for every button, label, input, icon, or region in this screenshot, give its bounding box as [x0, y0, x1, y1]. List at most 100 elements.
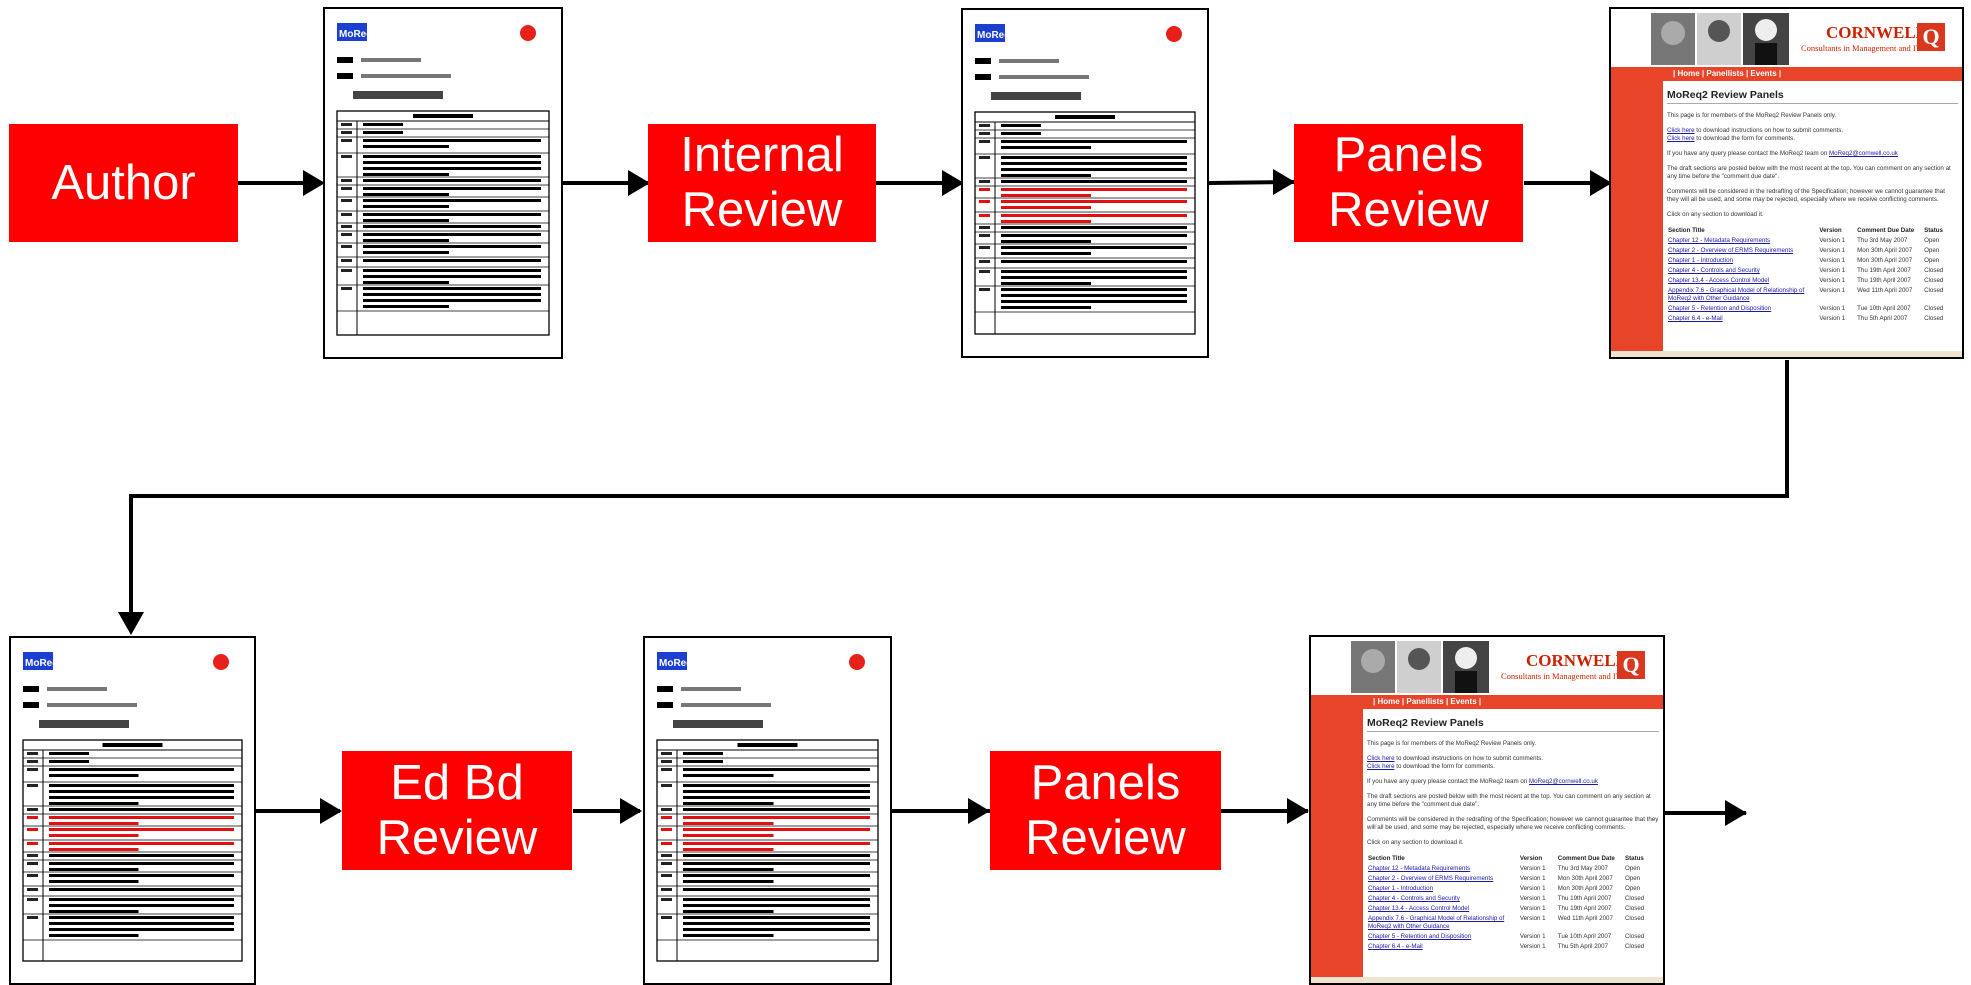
row-due-date: Thu 3rd May 2007: [1857, 237, 1908, 244]
cornwell-logo-icon: Q: [1617, 651, 1645, 679]
nav-links[interactable]: | Home | Panellists | Events |: [1373, 697, 1482, 706]
moreq2-logo-icon: [337, 23, 367, 41]
section-link[interactable]: Appendix 7.6 - Graphical Model of Relati…: [1368, 915, 1505, 930]
instructions-link[interactable]: Click here: [1367, 755, 1395, 762]
row-version: Version 1: [1519, 895, 1546, 902]
ed-bd-review-line1: Ed Bd: [390, 755, 524, 810]
row-due-date: Tue 10th April 2007: [1557, 933, 1612, 940]
moreq2-logo-text: MoReq2: [977, 30, 1016, 41]
contact-email-link[interactable]: MoReq2@cornwell.co.uk: [1829, 150, 1898, 157]
section-link[interactable]: Chapter 5 - Retention and Disposition: [1368, 933, 1472, 940]
row-due-date: Thu 19th April 2007: [1857, 277, 1911, 284]
contact-email-link[interactable]: MoReq2@cornwell.co.uk: [1529, 778, 1598, 785]
moreq2-logo-text: MoReq2: [25, 658, 64, 669]
col-status: Status: [1924, 227, 1943, 234]
document-table: [22, 739, 243, 962]
instructions-text: to download instructions on how to submi…: [1394, 755, 1544, 762]
col-due-date: Comment Due Date: [1857, 227, 1915, 234]
contact-text: If you have any query please contact the…: [1667, 150, 1830, 157]
col-section-title: Section Title: [1368, 855, 1405, 862]
section-link[interactable]: Chapter 1 - Introduction: [1368, 885, 1434, 892]
table-row[interactable]: Chapter 1 - Introduction Version 1 Mon 30t…: [1667, 256, 1958, 266]
row-version: Version 1: [1819, 257, 1846, 264]
row-status: Closed: [1924, 277, 1944, 284]
section-link[interactable]: Chapter 5 - Retention and Disposition: [1668, 305, 1772, 312]
table-row[interactable]: Appendix 7.6 - Graphical Model of Relati…: [1367, 914, 1659, 932]
corner-mark-icon: [1166, 26, 1182, 42]
comments-note: Comments will be considered in the redra…: [1667, 188, 1945, 203]
row-section-title: Chapter 6.4 - e-Mail: [1667, 314, 1818, 324]
form-link[interactable]: Click here: [1667, 135, 1695, 142]
website-content: MoReq2 Review Panels This page is for me…: [1667, 87, 1958, 349]
moreq2-logo-text: MoReq2: [659, 658, 698, 669]
table-header-row: Section Title Version Comment Due Date S…: [1667, 226, 1958, 236]
section-link[interactable]: Appendix 7.6 - Graphical Model of Relati…: [1668, 287, 1805, 302]
comments-note: Comments will be considered in the redra…: [1367, 816, 1659, 831]
nav-links[interactable]: | Home | Panellists | Events |: [1673, 69, 1782, 78]
form-link[interactable]: Click here: [1367, 763, 1395, 770]
row-due-date: Thu 3rd May 2007: [1557, 865, 1608, 872]
section-link[interactable]: Chapter 13.4 - Access Control Model: [1368, 905, 1470, 912]
arrowhead: [620, 798, 642, 824]
section-link[interactable]: Chapter 12 - Metadata Requirements: [1668, 237, 1771, 244]
ed-bd-review-line2: Review: [376, 810, 538, 865]
form-text: to download the form for comments.: [1694, 135, 1795, 142]
table-row[interactable]: Chapter 12 - Metadata Requirements Versio…: [1667, 236, 1958, 246]
row-version: Version 1: [1519, 875, 1546, 882]
review-website-thumbnail-2: CORNWELL Consultants in Management and I…: [1309, 635, 1665, 985]
sections-table: Section Title Version Comment Due Date S…: [1367, 854, 1659, 952]
table-row[interactable]: Chapter 5 - Retention and Disposition Ver…: [1667, 304, 1958, 314]
panels-review-box-2: Panels Review: [990, 751, 1221, 870]
row-section-title: Chapter 2 - Overview of ERMS Requirement…: [1367, 874, 1519, 884]
panels-review-1-line2: Review: [1328, 183, 1489, 237]
author-box: Author: [9, 124, 238, 242]
review-website-thumbnail-1: CORNWELL Consultants in Management and I…: [1609, 7, 1964, 359]
section-link[interactable]: Chapter 13.4 - Access Control Model: [1668, 277, 1770, 284]
table-row[interactable]: Chapter 4 - Controls and Security Version…: [1367, 894, 1659, 904]
arrowhead: [1725, 800, 1747, 826]
row-status: Closed: [1624, 915, 1645, 922]
row-due-date: Mon 30th April 2007: [1857, 257, 1913, 264]
section-link[interactable]: Chapter 12 - Metadata Requirements: [1368, 865, 1471, 872]
section-link[interactable]: Chapter 2 - Overview of ERMS Requirement…: [1368, 875, 1494, 882]
table-row[interactable]: Chapter 2 - Overview of ERMS Requirement…: [1367, 874, 1659, 884]
document-thumbnail-edbd-input: MoReq2: [9, 636, 256, 985]
row-due-date: Thu 5th April 2007: [1857, 315, 1908, 322]
row-version: Version 1: [1819, 277, 1846, 284]
section-link[interactable]: Chapter 4 - Controls and Security: [1368, 895, 1460, 902]
internal-review-line2: Review: [681, 183, 843, 237]
row-section-title: Chapter 6.4 - e-Mail: [1367, 942, 1519, 952]
instructions-link[interactable]: Click here: [1667, 127, 1695, 134]
row-due-date: Mon 30th April 2007: [1557, 885, 1613, 892]
section-link[interactable]: Chapter 4 - Controls and Security: [1668, 267, 1760, 274]
table-row[interactable]: Appendix 7.6 - Graphical Model of Relati…: [1667, 286, 1958, 304]
row-version: Version 1: [1819, 237, 1846, 244]
row-section-title: Chapter 2 - Overview of ERMS Requirement…: [1667, 246, 1818, 256]
document-page-graphic: MoReq2: [336, 23, 550, 336]
section-link[interactable]: Chapter 6.4 - e-Mail: [1368, 943, 1423, 950]
section-link[interactable]: Chapter 1 - Introduction: [1668, 257, 1734, 264]
form-line: Click here to download the form for comm…: [1667, 135, 1958, 143]
row-due-date: Thu 19th April 2007: [1557, 905, 1612, 912]
section-link[interactable]: Chapter 6.4 - e-Mail: [1668, 315, 1723, 322]
table-row[interactable]: Chapter 2 - Overview of ERMS Requirement…: [1667, 246, 1958, 256]
row-status: Closed: [1624, 895, 1645, 902]
brand-name: CORNWELL: [1826, 23, 1928, 42]
document-table: [974, 111, 1196, 335]
page-title: MoReq2 Review Panels: [1367, 715, 1659, 732]
row-section-title: Chapter 13.4 - Access Control Model: [1667, 276, 1818, 286]
table-row[interactable]: Chapter 13.4 - Access Control Model Versi…: [1667, 276, 1958, 286]
row-version: Version 1: [1819, 305, 1846, 312]
section-link[interactable]: Chapter 2 - Overview of ERMS Requirement…: [1668, 247, 1794, 254]
row-status: Open: [1624, 865, 1641, 872]
table-row[interactable]: Chapter 12 - Metadata Requirements Versio…: [1367, 864, 1659, 874]
row-version: Version 1: [1519, 865, 1546, 872]
moreq2-logo-icon: [975, 24, 1005, 42]
